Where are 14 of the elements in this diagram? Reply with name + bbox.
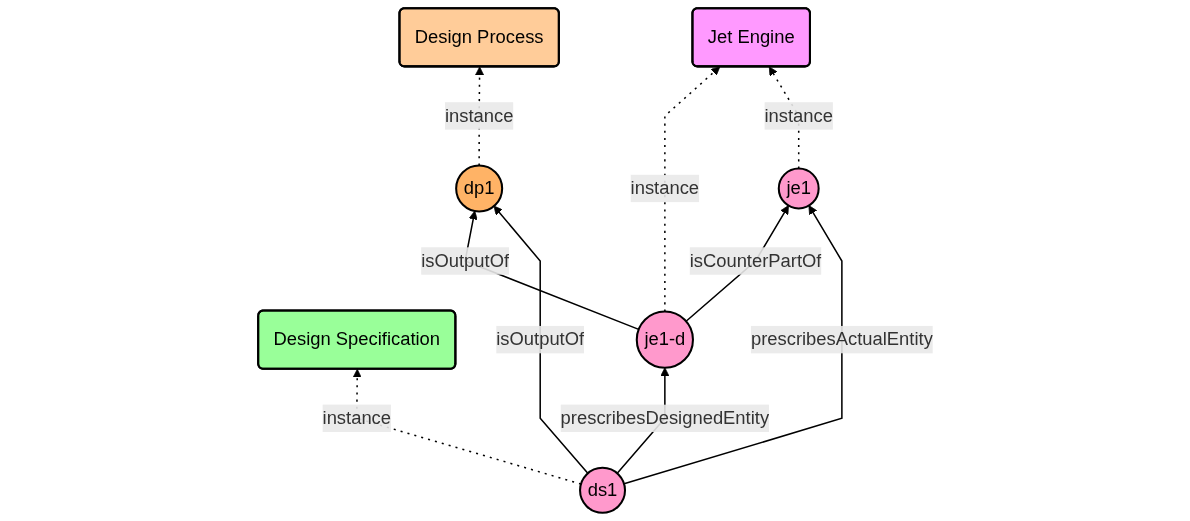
edge-label: prescribesActualEntity: [750, 328, 933, 350]
edge-label: instance: [630, 177, 699, 199]
edge-label: isOutputOf: [420, 250, 509, 271]
edge-label: instance: [763, 105, 833, 126]
edge-label: isOutputOf: [495, 328, 584, 350]
edge-label: isCounterPartOf: [689, 250, 821, 271]
node-circle: dp1: [454, 164, 503, 213]
node-circle: ds1: [578, 466, 626, 514]
arrow: [493, 205, 589, 475]
edge-label: instance: [322, 407, 391, 429]
node-circle: je1: [777, 167, 820, 210]
edge-label: prescribesDesignedEntity: [560, 407, 769, 429]
edge-label: instance: [444, 105, 513, 126]
node-circle: je1-d: [635, 310, 694, 369]
